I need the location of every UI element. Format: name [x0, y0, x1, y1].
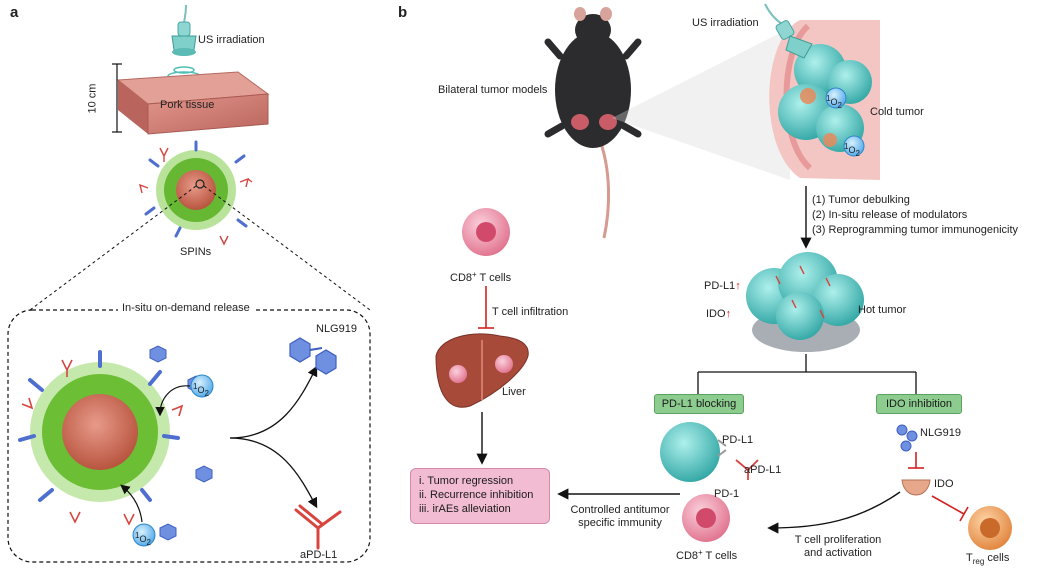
singlet-oxygen-icon [132, 523, 156, 547]
step-3: (3) Reprogramming tumor immunogenicity [812, 224, 1019, 236]
spin-nanoparticle-zoomed-icon [18, 350, 184, 526]
bilateral-label: Bilateral tumor models [438, 84, 548, 96]
singlet-oxygen-label: 1O2 [193, 382, 209, 398]
liver-label: Liver [502, 386, 526, 398]
zoom-lines [29, 185, 371, 311]
outcome-item: iii. irAEs alleviation [419, 503, 511, 515]
spins-label: SPINs [180, 246, 212, 258]
panel-letter-a: a [10, 4, 19, 21]
cd8-t-cell-nucleus [696, 508, 716, 528]
inhibit-arrow [931, 495, 969, 522]
singlet-oxygen-label: 1O2 [135, 531, 151, 547]
outcomes-box: i. Tumor regression ii. Recurrence inhib… [410, 468, 550, 524]
cd8-t-cell-nucleus [476, 222, 496, 242]
apdl1-small-label: aPD-L1 [744, 464, 782, 476]
depth-label: 10 cm [86, 83, 99, 114]
pdl1-small-label: PD-L1 [722, 434, 754, 446]
pd1-label: PD-1 [714, 488, 740, 500]
outcome-item: ii. Recurrence inhibition [419, 489, 534, 501]
proliferation-arrow [767, 491, 901, 534]
pork-tissue-label: Pork tissue [160, 99, 215, 111]
pdl1-up-label: PD-L1↑ [704, 280, 741, 292]
zoom-beam [612, 28, 790, 180]
singlet-oxygen-icon [825, 87, 847, 109]
outcome-item: i. Tumor regression [419, 475, 514, 487]
panel-letter-b: b [398, 4, 408, 21]
cd8-label-left: CD8+ T cells [450, 270, 512, 284]
ultrasound-probe-icon [764, 3, 813, 59]
ido-up-label: IDO↑ [706, 308, 732, 320]
release-label: In-situ on-demand release [118, 302, 254, 315]
hot-tumor-icon [746, 252, 864, 352]
nlg919-molecule-icon [149, 345, 213, 541]
nlg919-label-b: NLG919 [920, 427, 961, 439]
depth-bracket [112, 63, 122, 133]
nlg919-small-molecule-icon [896, 424, 918, 452]
controlled-immunity-label: Controlled antitumor specific immunity [570, 504, 670, 529]
ido-small-label: IDO [934, 478, 954, 490]
singlet-oxygen-label: 1O2 [826, 94, 842, 110]
singlet-oxygen-icon [190, 374, 214, 398]
pork-tissue-slab [116, 71, 270, 135]
hot-tumor-label: Hot tumor [858, 304, 907, 316]
singlet-oxygen-label: 1O2 [844, 142, 860, 158]
us-irradiation-label-a: US irradiation [198, 34, 265, 46]
t-infiltration-label: T cell infiltration [492, 306, 569, 318]
nlg919-free-molecule-icon [289, 337, 337, 375]
cd8-label-bottom: CD8+ T cells [676, 548, 738, 562]
proliferation-label: T cell proliferation and activation [794, 534, 882, 559]
cold-tumor-label: Cold tumor [870, 106, 924, 118]
spin-nanoparticle-icon [138, 140, 253, 246]
step-1: (1) Tumor debulking [812, 194, 910, 206]
inhibit-arrow [908, 452, 924, 469]
ultrasound-probe-icon [171, 4, 197, 56]
pdl1-blocking-tumor-icon [660, 422, 759, 482]
singlet-oxygen-icon [843, 135, 865, 157]
us-irradiation-label-b: US irradiation [692, 17, 759, 29]
branch-lines [697, 354, 917, 394]
apdl1-antibody-icon [294, 504, 342, 550]
treg-cell-nucleus [980, 518, 1000, 538]
apdl1-label-a: aPD-L1 [300, 549, 338, 561]
ido-enzyme-icon [901, 479, 931, 496]
pdl1-blocking-box: PD-L1 blocking [654, 394, 744, 414]
cold-tumor-icon [769, 20, 880, 180]
mouse-icon [544, 7, 642, 239]
ido-inhibition-box: IDO inhibition [876, 394, 962, 414]
nlg919-label-a: NLG919 [316, 323, 357, 335]
infiltration-line [478, 286, 494, 329]
step-2: (2) In-situ release of modulators [812, 209, 968, 221]
liver-icon [435, 333, 529, 408]
treg-label: Treg cells [966, 552, 1010, 566]
